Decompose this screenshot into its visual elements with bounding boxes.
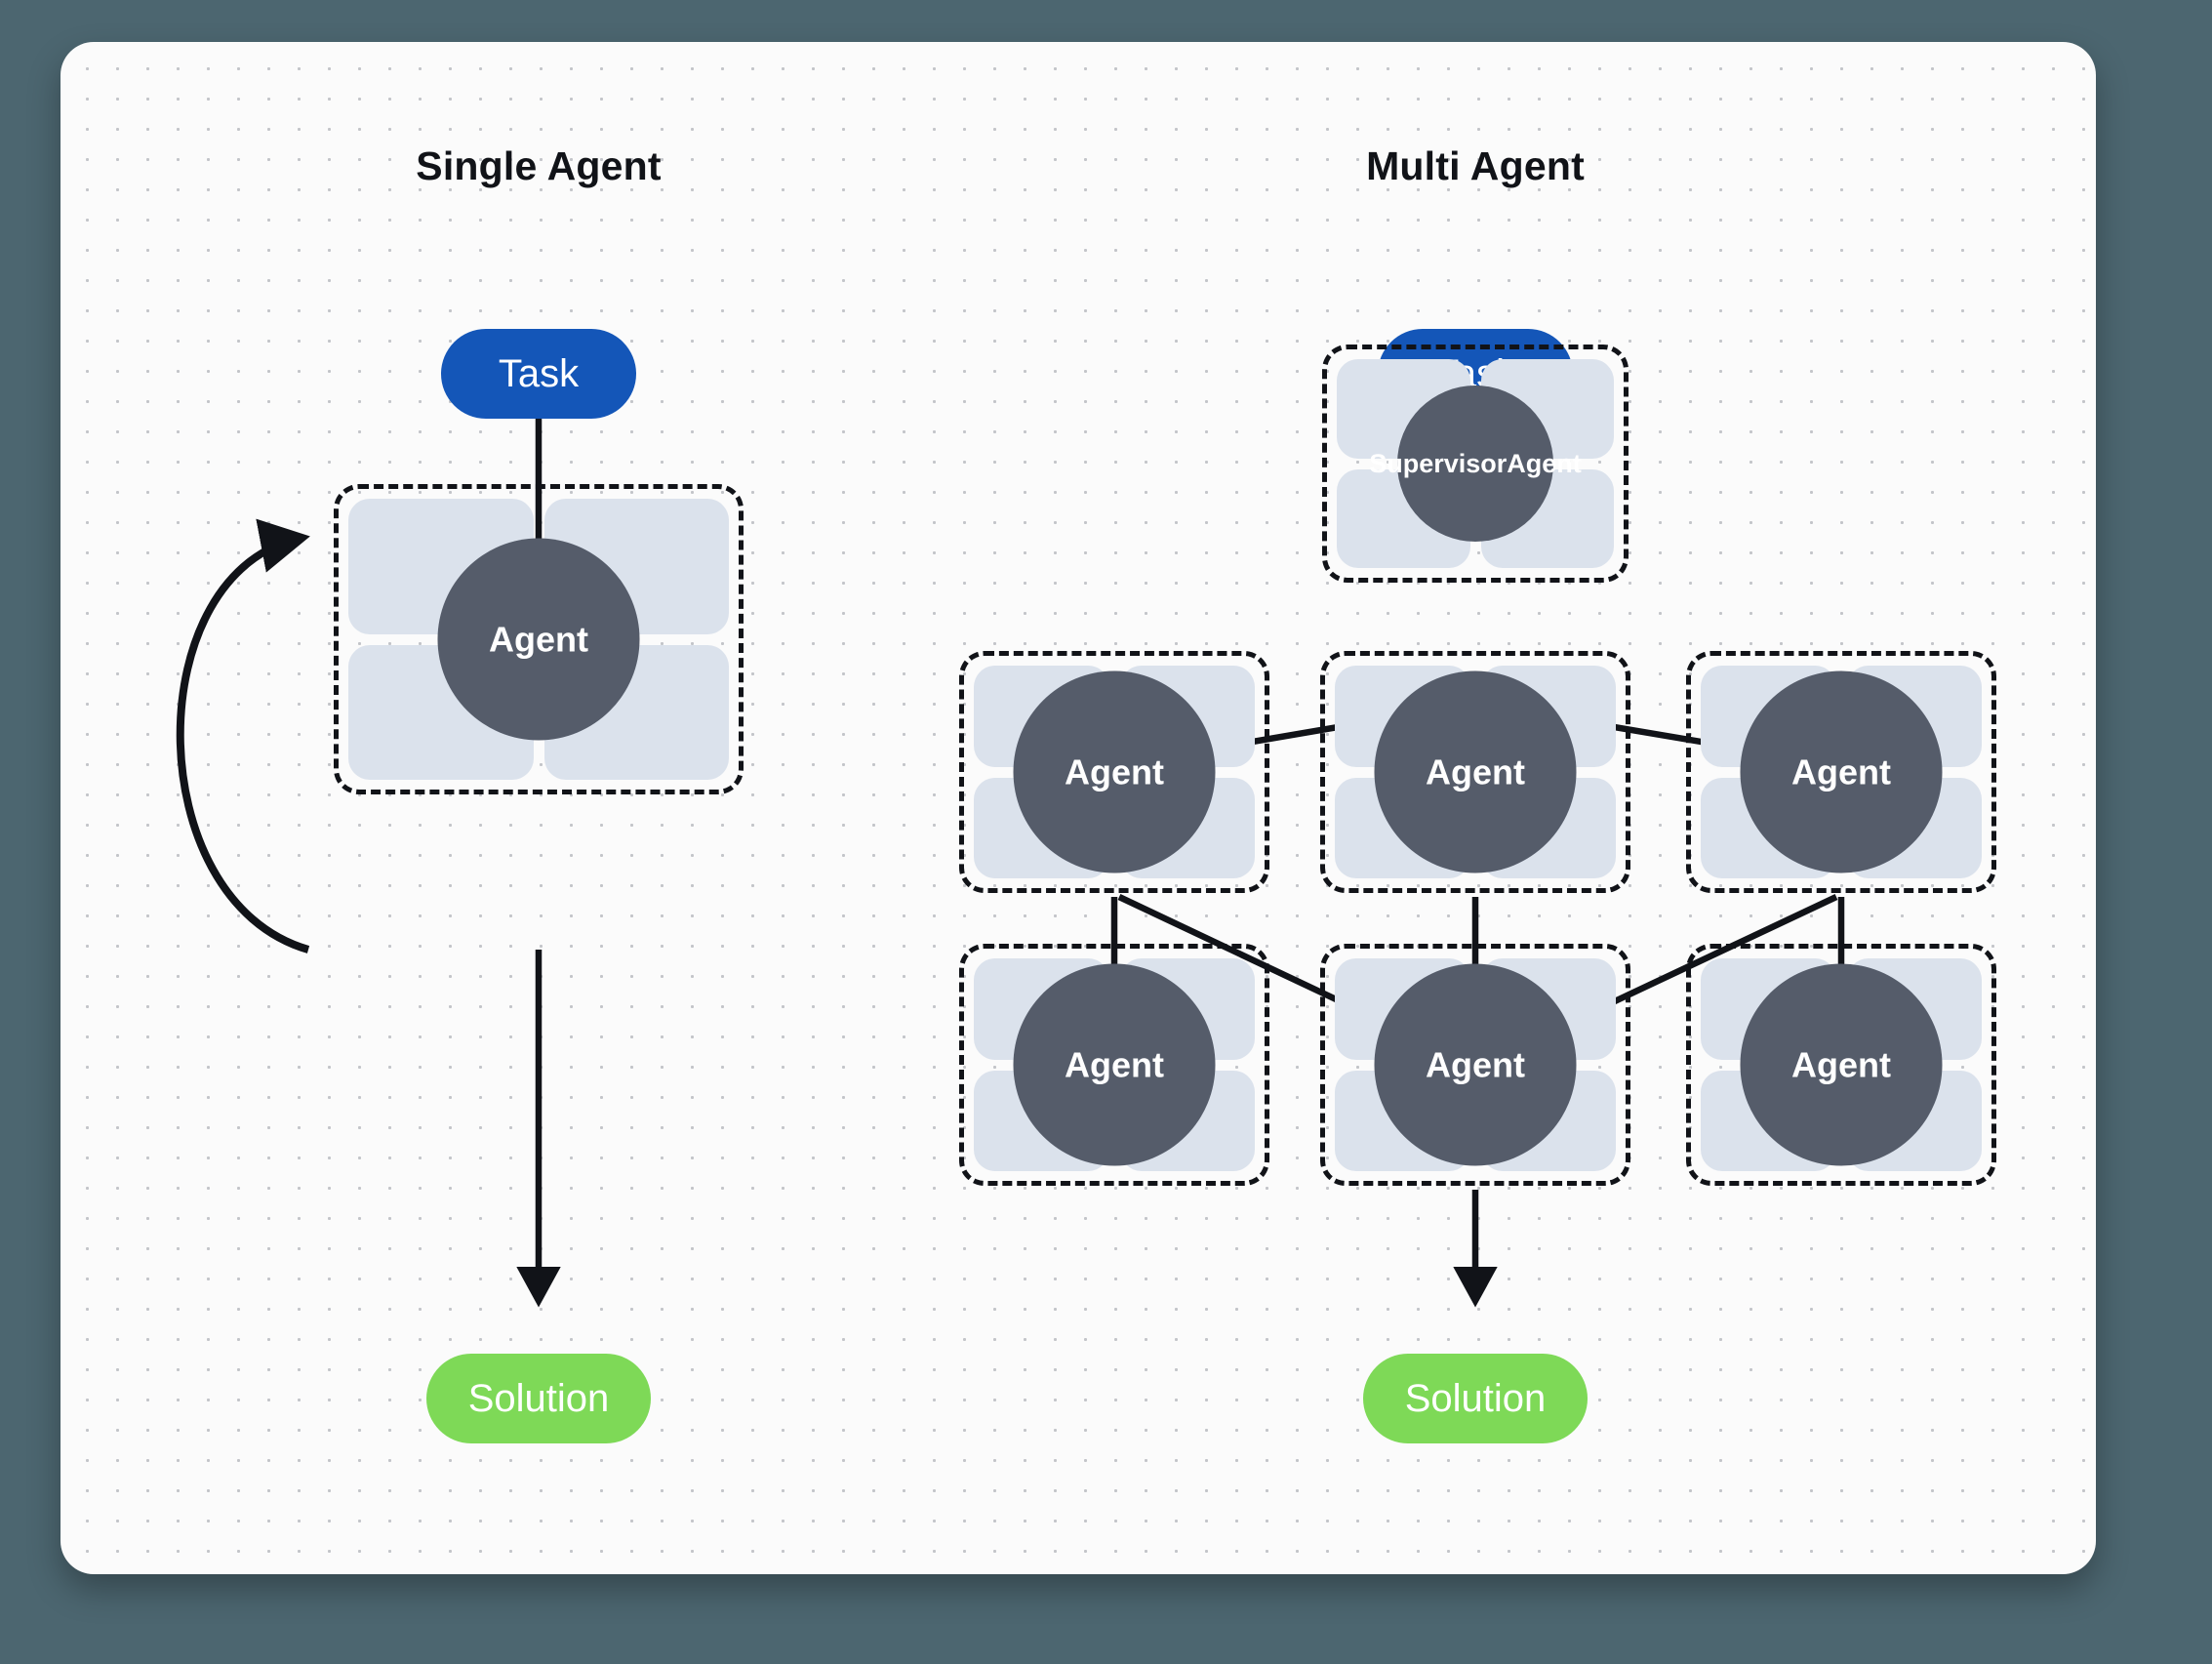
multi-agent-node[interactable]: Agent bbox=[1686, 651, 1996, 893]
agent-core-label: Agent bbox=[1374, 963, 1577, 1166]
diagram-card: Single Agent Multi Agent Task Agent Solu… bbox=[60, 42, 2096, 1574]
supervisor-core: Supervisor Agent bbox=[1369, 386, 1582, 542]
multi-agent-node[interactable]: Agent bbox=[1686, 944, 1996, 1186]
agent-core-label: Agent bbox=[1374, 670, 1577, 873]
multi-agent-node[interactable]: Agent bbox=[1320, 651, 1630, 893]
agent-core-label: Agent bbox=[1013, 963, 1216, 1166]
supervisor-label-line2: Agent bbox=[1507, 448, 1582, 478]
multi-agent-node[interactable]: Agent bbox=[1320, 944, 1630, 1186]
single-agent-node[interactable]: Agent bbox=[334, 484, 744, 794]
supervisor-label-line1: Supervisor bbox=[1369, 448, 1508, 478]
agent-core-label: Agent bbox=[437, 538, 640, 741]
multi-agent-node[interactable]: Agent bbox=[959, 944, 1269, 1186]
agent-core-label: Agent bbox=[1740, 670, 1943, 873]
column-title-multi: Multi Agent bbox=[1366, 143, 1585, 188]
agent-core-label: Agent bbox=[1013, 670, 1216, 873]
multi-solution-node[interactable]: Solution bbox=[1363, 1354, 1588, 1443]
single-solution-node[interactable]: Solution bbox=[426, 1354, 651, 1443]
agent-core-label: Agent bbox=[1740, 963, 1943, 1166]
column-title-single: Single Agent bbox=[416, 143, 662, 188]
multi-agent-node[interactable]: Agent bbox=[959, 651, 1269, 893]
single-task-node[interactable]: Task bbox=[441, 329, 636, 419]
supervisor-agent-node[interactable]: Supervisor Agent bbox=[1322, 345, 1629, 583]
